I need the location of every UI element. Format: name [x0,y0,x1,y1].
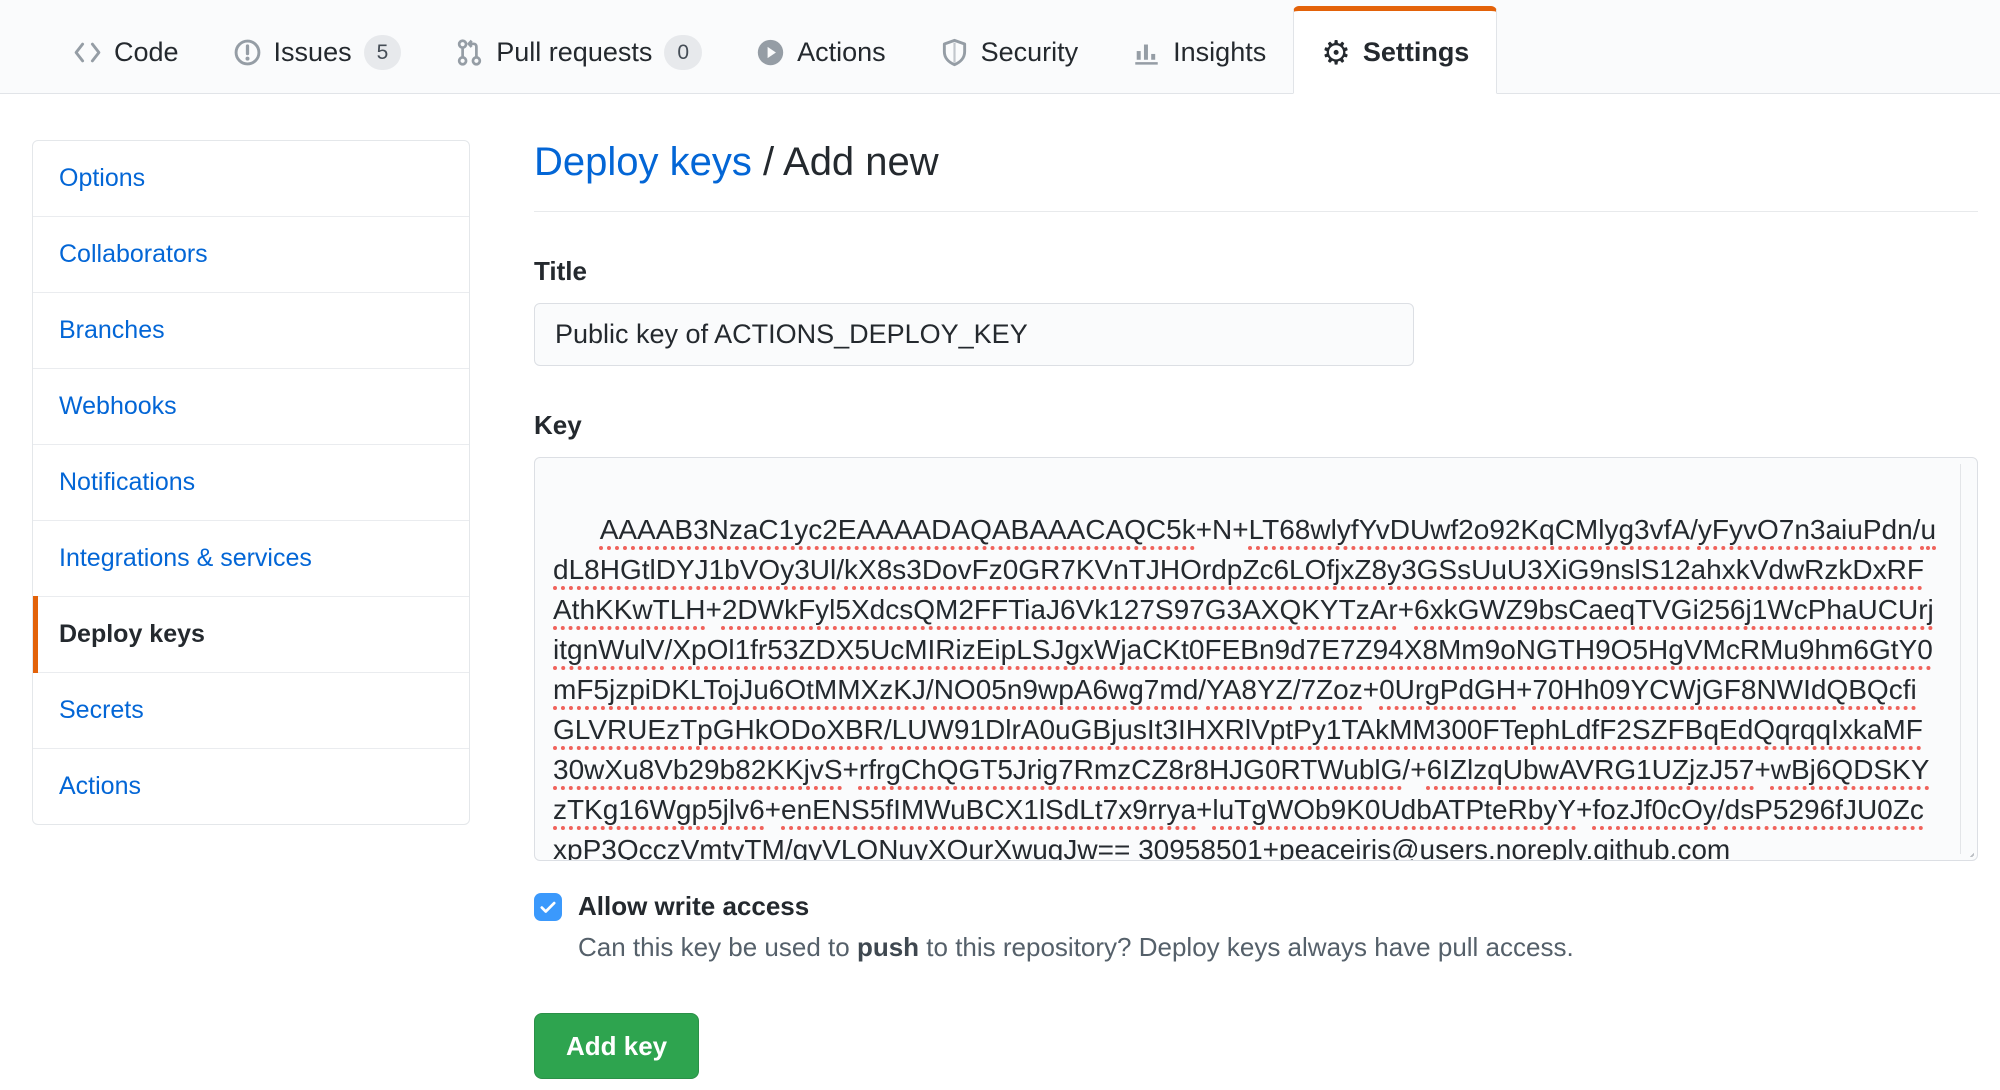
allow-write-access-row[interactable]: Allow write access [534,891,1978,922]
tab-security[interactable]: Security [913,11,1106,93]
sidebar-item-secrets[interactable]: Secrets [33,673,469,749]
tab-label: Code [114,36,179,67]
tab-label: Insights [1173,36,1267,67]
write-access-checkbox[interactable] [534,892,562,921]
tab-issues[interactable]: Issues 5 [206,11,429,93]
sidebar-item-branches[interactable]: Branches [33,293,469,369]
deploy-key-text: AAAAB3NzaC1yc2EAAAADAQABAAACAQC5k+N+LT68… [553,514,1937,861]
tab-pull-requests[interactable]: Pull requests 0 [428,11,729,93]
tab-label: Pull requests [496,36,653,67]
tab-label: Settings [1362,36,1470,67]
sidebar-item-webhooks[interactable]: Webhooks [33,369,469,445]
textarea-resize-grip[interactable] [1952,835,1974,857]
deploy-keys-breadcrumb-link[interactable]: Deploy keys [534,140,752,184]
code-icon [74,42,101,62]
repo-tabnav: Code Issues 5 Pull requests 0 Actions [0,0,2000,94]
add-key-button[interactable]: Add key [534,1013,700,1079]
deploy-key-form: Deploy keys / Add new Title Key AAAAB3Nz… [534,140,1978,1079]
settings-sidebar: Options Collaborators Branches Webhooks … [32,140,470,825]
tab-code[interactable]: Code [46,11,206,93]
sidebar-item-options[interactable]: Options [33,141,469,217]
gear-icon: ⚙ [1321,32,1351,72]
title-field-label: Title [534,256,587,286]
tab-actions[interactable]: Actions [729,11,913,93]
sidebar-item-deploy-keys[interactable]: Deploy keys [33,596,469,673]
textarea-scrollbar[interactable] [1960,464,1961,854]
pull-requests-count-badge: 0 [664,34,703,70]
check-icon [540,901,556,913]
write-access-note: Can this key be used to push to this rep… [578,932,1574,962]
sidebar-item-collaborators[interactable]: Collaborators [33,217,469,293]
write-access-label: Allow write access [578,891,810,921]
issues-count-badge: 5 [363,34,402,70]
sidebar-item-notifications[interactable]: Notifications [33,445,469,521]
shield-icon [942,38,966,66]
tab-label: Actions [797,36,886,67]
graph-icon [1135,44,1158,65]
tab-label: Security [980,36,1079,67]
breadcrumb-current: / Add new [751,140,939,184]
key-field-label: Key [534,410,582,440]
tab-insights[interactable]: Insights [1105,11,1293,93]
settings-layout: Options Collaborators Branches Webhooks … [0,94,2000,1079]
tab-settings[interactable]: ⚙ Settings [1293,6,1498,94]
git-pull-request-icon [458,38,482,66]
tab-label: Issues [273,36,352,67]
issue-opened-icon [234,39,260,65]
play-icon [757,39,784,65]
key-textarea[interactable]: AAAAB3NzaC1yc2EAAAADAQABAAACAQC5k+N+LT68… [534,457,1978,861]
sidebar-item-actions[interactable]: Actions [59,772,141,800]
page-title: Deploy keys / Add new [534,140,1978,212]
title-input[interactable] [534,303,1414,366]
sidebar-item-integrations-services[interactable]: Integrations & services [33,521,469,597]
